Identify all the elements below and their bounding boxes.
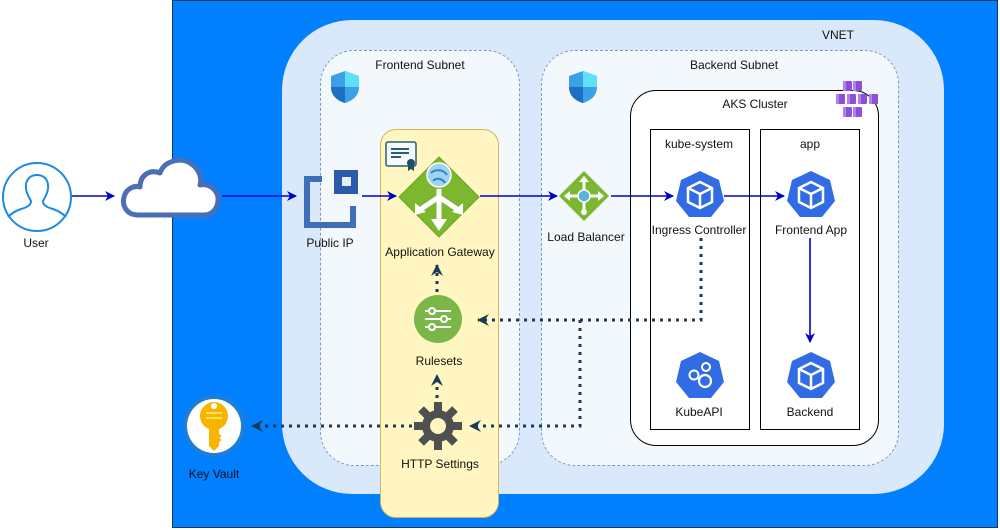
application-gateway-label: Application Gateway <box>385 245 495 259</box>
ingress-controller-label: Ingress Controller <box>651 223 747 237</box>
http-settings-gear-icon[interactable] <box>413 401 463 451</box>
key-vault-label: Key Vault <box>188 467 240 481</box>
load-balancer-icon[interactable] <box>558 170 610 222</box>
backend-subnet-label: Backend Subnet <box>689 58 779 72</box>
namespace-kube-system-label: kube-system <box>664 137 734 151</box>
kubeapi-label: KubeAPI <box>675 405 723 419</box>
backend-pod-icon[interactable] <box>786 351 836 399</box>
aks-cluster-icon <box>836 81 878 117</box>
key-vault-icon[interactable] <box>182 394 246 458</box>
frontend-nsg-shield-icon <box>331 71 359 103</box>
http-settings-label: HTTP Settings <box>401 457 479 471</box>
frontend-subnet-label: Frontend Subnet <box>375 58 465 72</box>
user-label: User <box>23 236 49 250</box>
rulesets-icon[interactable] <box>413 294 463 344</box>
application-gateway-icon[interactable] <box>397 155 481 239</box>
internet-cloud-icon[interactable] <box>118 153 224 221</box>
frontend-app-label: Frontend App <box>774 223 848 237</box>
certificate-icon <box>385 141 417 171</box>
frontend-app-pod-icon[interactable] <box>786 170 836 218</box>
user-icon[interactable] <box>1 161 73 233</box>
aks-cluster-label: AKS Cluster <box>722 97 788 111</box>
backend-label: Backend <box>786 405 834 419</box>
backend-nsg-shield-icon <box>569 71 597 103</box>
vnet-label: VNET <box>821 28 855 42</box>
public-ip-label: Public IP <box>306 236 354 250</box>
public-ip-icon[interactable] <box>300 168 362 230</box>
rulesets-label: Rulesets <box>415 354 463 368</box>
kubeapi-icon[interactable] <box>675 351 725 399</box>
ingress-controller-pod-icon[interactable] <box>675 170 725 218</box>
load-balancer-label: Load Balancer <box>547 230 625 244</box>
namespace-app-label: app <box>799 137 821 151</box>
